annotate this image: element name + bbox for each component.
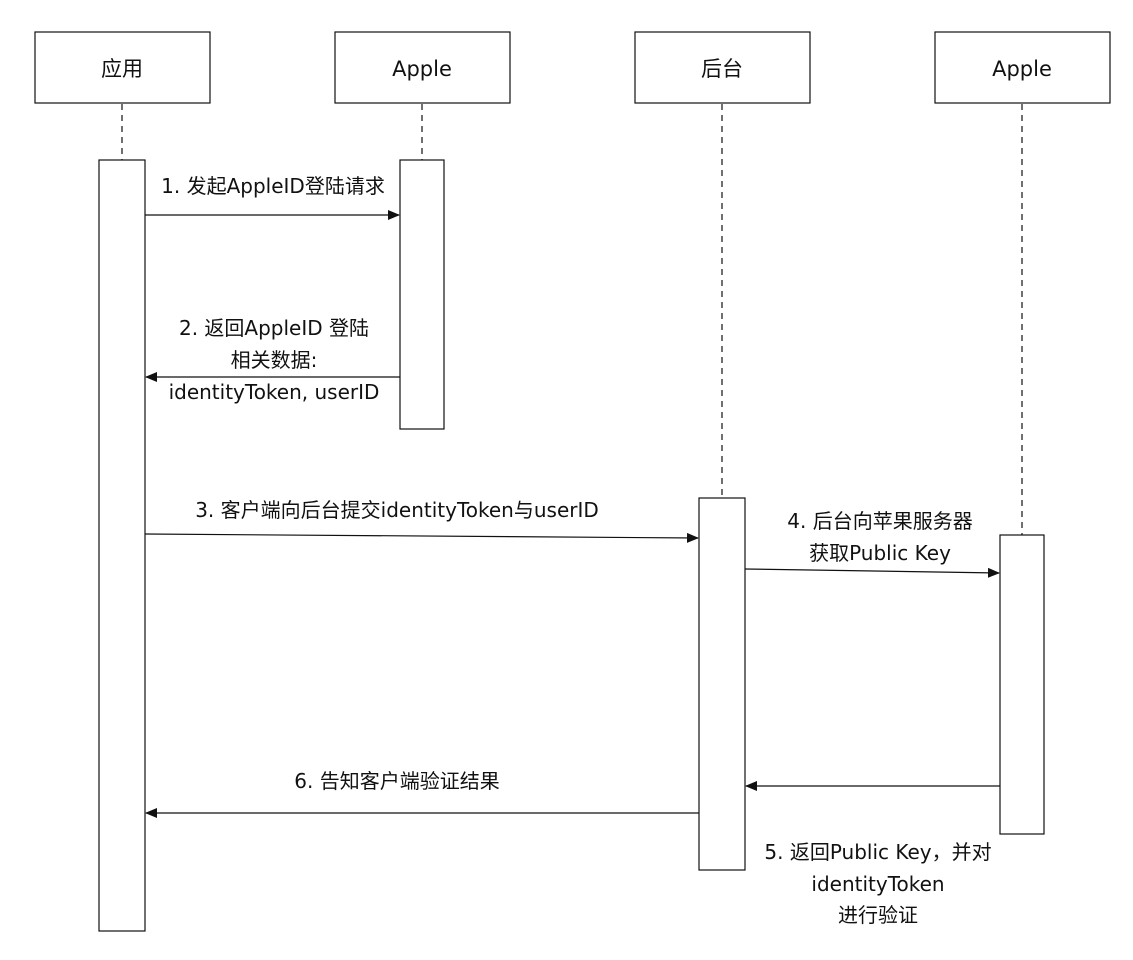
participant-box [934,31,1111,104]
participant-label: Apple [992,57,1052,81]
message-label-5: 5. 返回Public Key，并对 identityToken 进行验证 [764,840,991,927]
participant-apple-1: Apple [334,31,511,104]
message-label-3: 3. 客户端向后台提交identityToken与userID [195,498,599,522]
activation-apple-2 [999,534,1045,835]
participant-box [334,31,511,104]
participant-label: Apple [392,57,452,81]
message-label-line: 4. 后台向苹果服务器 [787,509,972,533]
message-label-line: 2. 返回AppleID 登陆 [179,316,369,340]
message-label-line: identityToken, userID [169,380,380,404]
message-arrow-3 [144,532,699,543]
message-label-2: 2. 返回AppleID 登陆 相关数据: identityToken, use… [169,316,380,404]
participant-app: 应用 [34,31,211,104]
activation-apple-1 [399,159,445,430]
message-label-line: identityToken [811,872,944,896]
message-label-4: 4. 后台向苹果服务器 获取Public Key [787,509,972,565]
activation-backend [698,497,746,871]
message-label-line: 6. 告知客户端验证结果 [294,769,499,793]
participant-label: 应用 [101,57,143,81]
message-label-line: 1. 发起AppleID登陆请求 [161,174,385,198]
message-label-line: 5. 返回Public Key，并对 [764,840,991,864]
message-label-line: 进行验证 [838,903,918,927]
message-label-line: 获取Public Key [809,541,951,565]
message-label-6: 6. 告知客户端验证结果 [294,769,499,793]
message-arrow-4 [744,567,1000,578]
message-label-line: 3. 客户端向后台提交identityToken与userID [195,498,599,522]
message-label-1: 1. 发起AppleID登陆请求 [161,174,385,198]
participant-box [634,31,811,104]
participant-box [34,31,211,104]
participant-label: 后台 [701,57,743,81]
participant-backend: 后台 [634,31,811,104]
activation-app [98,159,146,932]
participant-apple-2: Apple [934,31,1111,104]
message-label-line: 相关数据: [231,348,318,372]
